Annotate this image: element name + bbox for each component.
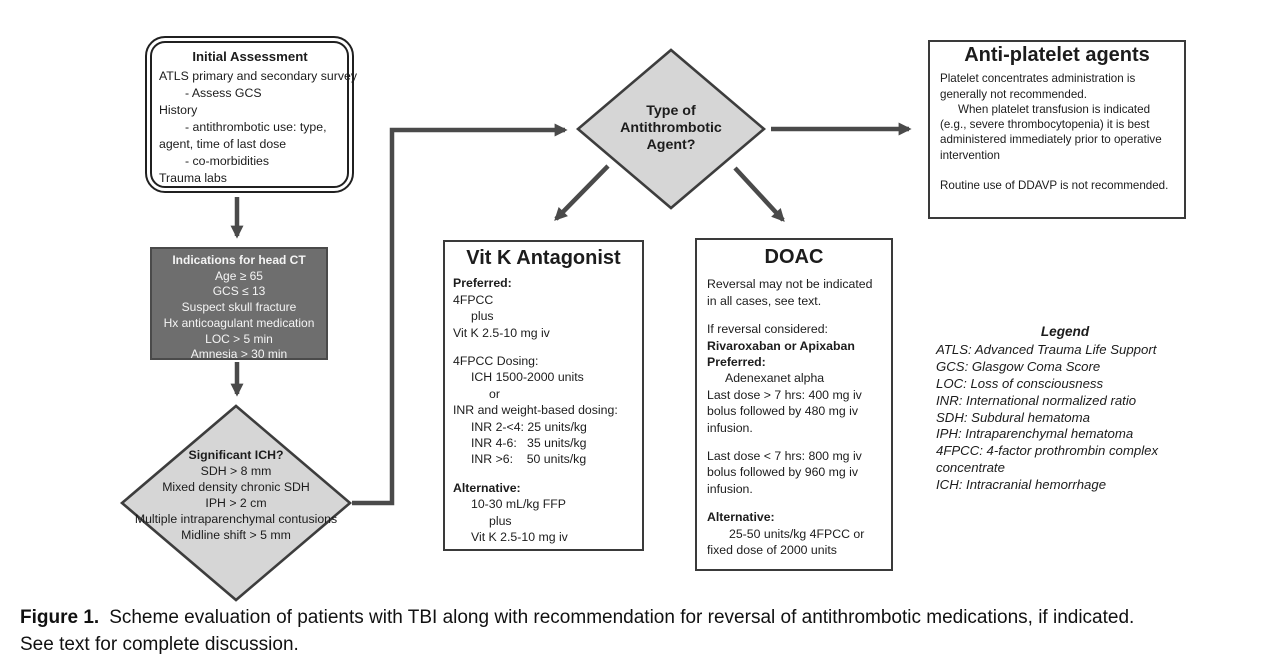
initial-assessment-line: ATLS primary and secondary survey [159, 69, 357, 83]
legend-item: LOC: Loss of consciousness [936, 375, 1104, 391]
agent-type-diamond-shape [575, 48, 767, 210]
legend-title: Legend [1040, 324, 1090, 339]
vit-k-line: or [489, 386, 500, 401]
head-ct-line: Suspect skull fracture [181, 300, 297, 315]
legend-item: INR: International normalized ratio [936, 392, 1137, 408]
initial-assessment-line: Trauma labs [159, 171, 227, 185]
vit-k-preferred-label: Preferred: [453, 276, 512, 291]
figure-caption: Figure 1. Scheme evaluation of patients w… [20, 605, 1280, 658]
head-ct-line: LOC > 5 min [205, 331, 273, 346]
head-ct-line: Amnesia > 30 min [190, 347, 288, 362]
significant-ich-line: SDH > 8 mm [200, 464, 272, 478]
vit-k-line: 10-30 mL/kg FFP [471, 497, 566, 512]
vit-k-line: plus [489, 513, 512, 528]
doac-drugs-line: Rivaroxaban or Apixaban [707, 338, 855, 353]
spacer [453, 468, 634, 480]
vit-k-line: INR and weight-based dosing: [453, 403, 618, 418]
doac-para: Last dose < 7 hrs: 800 mg iv bolus follo… [707, 449, 862, 496]
initial-assessment-line: - Assess GCS [185, 86, 262, 100]
vit-k-title: Vit K Antagonist [466, 247, 621, 269]
initial-assessment-title: Initial Assessment [192, 49, 308, 64]
arrow-agent-to-vitk [554, 164, 610, 221]
doac-alternative-label: Alternative: [707, 510, 775, 525]
doac-line: If reversal considered: [707, 322, 828, 337]
legend-item: SDH: Subdural hematoma [936, 409, 1090, 425]
vit-k-inr-row: INR 4-6: 35 units/kg [471, 436, 587, 451]
legend-item: IPH: Intraparenchymal hematoma [936, 426, 1134, 442]
vit-k-antagonist-box: Vit K Antagonist Preferred: 4FPCC plus V… [443, 240, 644, 551]
head-ct-title: Indications for head CT [172, 253, 306, 267]
spacer [707, 436, 881, 448]
vit-k-inr-row: INR 2-<4: 25 units/kg [471, 419, 587, 434]
head-ct-line: Age ≥ 65 [215, 268, 263, 283]
vit-k-dosing-label: 4FPCC Dosing: [453, 354, 539, 369]
anti-platelet-para: Platelet concentrates administration is … [940, 72, 1136, 101]
anti-platelet-title: Anti-platelet agents [964, 44, 1150, 66]
agent-type-diamond-label: Type of Antithrombotic Agent? [620, 103, 722, 153]
doac-para: Reversal may not be indicated in all cas… [707, 277, 873, 308]
initial-assessment-line: History [159, 103, 198, 117]
vit-k-line: plus [471, 309, 494, 324]
legend-item: ICH: Intracranial hemorrhage [936, 477, 1107, 493]
head-ct-line: Hx anticoagulant medication [163, 315, 315, 330]
initial-assessment-line: - co-morbidities [185, 154, 270, 168]
significant-ich-title: Significant ICH? [188, 448, 284, 462]
doac-title: DOAC [764, 246, 824, 268]
significant-ich-diamond-label: Significant ICH? SDH > 8 mm Mixed densit… [131, 447, 341, 543]
anti-platelet-para: Routine use of DDAVP is not recommended. [940, 179, 1169, 193]
significant-ich-line: Midline shift > 5 mm [181, 528, 291, 542]
significant-ich-line: Multiple intraparenchymal contusions [134, 512, 338, 526]
arrow-ich-to-agent-elbow [352, 123, 568, 506]
figure-caption-line2: See text for complete discussion. [20, 633, 299, 655]
arrow-agent-to-doac [733, 166, 785, 222]
head-ct-line: GCS ≤ 13 [212, 284, 266, 299]
vit-k-inr-row: INR >6: 50 units/kg [471, 452, 587, 467]
spacer [707, 309, 881, 321]
head-ct-indications-box: Indications for head CT Age ≥ 65 GCS ≤ 1… [150, 247, 328, 362]
legend-item: 4FPCC: 4-factor prothrombin complex conc… [936, 443, 1159, 476]
vit-k-alternative-label: Alternative: [453, 480, 521, 495]
legend-item: ATLS: Advanced Trauma Life Support [936, 341, 1157, 357]
vit-k-line: Vit K 2.5-10 mg iv [453, 325, 550, 340]
doac-para: 25-50 units/kg 4FPCC or fixed dose of 20… [707, 526, 865, 558]
doac-preferred-label: Preferred: [707, 355, 766, 370]
legend-item: GCS: Glasgow Coma Score [936, 358, 1101, 374]
initial-assessment-inner: Initial Assessment ATLS primary and seco… [150, 41, 357, 188]
figure-caption-label: Figure 1. [20, 607, 100, 628]
doac-para: Last dose > 7 hrs: 400 mg iv bolus follo… [707, 387, 862, 435]
spacer [707, 497, 881, 509]
spacer [453, 341, 634, 353]
significant-ich-line: IPH > 2 cm [205, 496, 267, 510]
vit-k-line: ICH 1500-2000 units [471, 370, 584, 385]
vit-k-line: Vit K 2.5-10 mg iv [471, 530, 568, 545]
initial-assessment-box: Initial Assessment ATLS primary and seco… [145, 36, 357, 193]
anti-platelet-para: When platelet transfusion is indicated (… [940, 102, 1162, 162]
doac-agent-line: Adenexanet alpha [725, 371, 825, 386]
figure-caption-text: Scheme evaluation of patients with TBI a… [109, 607, 1135, 628]
initial-assessment-line: - antithrombotic use: type, [185, 120, 327, 134]
significant-ich-diamond-shape [119, 404, 353, 602]
figure-caption-line1: Figure 1. Scheme evaluation of patients w… [20, 605, 1280, 632]
vit-k-line: 4FPCC [453, 292, 494, 307]
significant-ich-line: Mixed density chronic SDH [162, 480, 310, 494]
legend-block: Legend ATLS: Advanced Trauma Life Suppor… [936, 324, 1224, 494]
doac-box: DOAC Reversal may not be indicated in al… [695, 238, 893, 571]
anti-platelet-box: Anti-platelet agents Platelet concentrat… [928, 40, 1186, 219]
initial-assessment-line: agent, time of last dose [159, 137, 287, 151]
